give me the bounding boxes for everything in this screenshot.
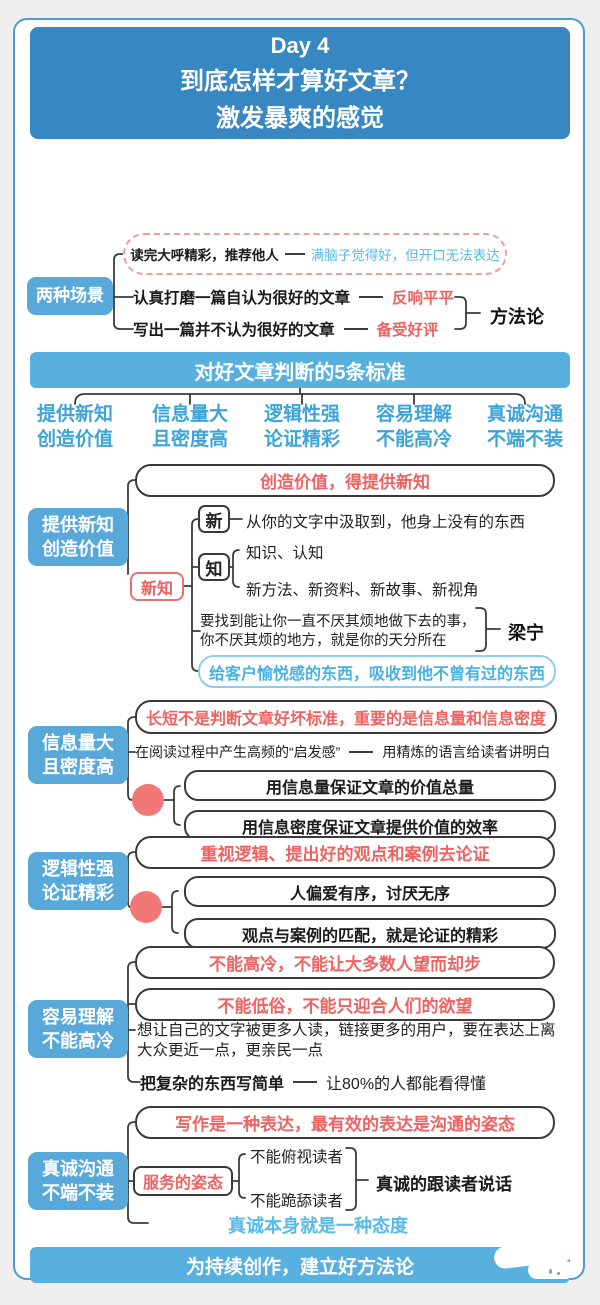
sincere-bracket-label: 真诚的跟读者说话	[376, 1175, 512, 1194]
scenario2-result: 反响平平	[392, 290, 455, 307]
logic-section-label: 逻辑性强 论证精彩	[28, 852, 128, 910]
methodology-label: 方法论	[490, 307, 544, 327]
artifact-speck	[549, 1269, 552, 1274]
dash-line	[349, 751, 374, 753]
title-question: 到底怎样才算好文章？	[180, 68, 420, 95]
logic-box-2: 观点与案例的匹配，就是论证的精彩	[184, 918, 556, 949]
scenario3-result: 备受好评	[376, 322, 439, 339]
red-circle-node	[132, 784, 164, 816]
title-subtitle: 激发暴爽的感觉	[216, 105, 384, 132]
service-attitude-node: 服务的姿态	[133, 1166, 233, 1196]
zhi-node: 知	[198, 553, 230, 581]
scenario-highlight-box: 读完大呼精彩，推荐他人 满脑子觉得好，但开口无法表达	[123, 233, 507, 275]
footer-banner: 为持续创作，建立好方法论	[30, 1247, 570, 1283]
criteria-col-2: 信息量大且密度高	[151, 404, 228, 450]
page-title: Day 4 到底怎样才算好文章？ 激发暴爽的感觉	[30, 27, 570, 139]
sincere-item-2: 不能跪舔读者	[250, 1193, 344, 1210]
criteria-col-4: 容易理解不能高冷	[375, 404, 452, 450]
info-headline-box: 长短不是判断文章好坏标准，重要的是信息量和信息密度	[135, 700, 557, 734]
sincere-bluetext: 真诚本身就是一种态度	[228, 1216, 408, 1236]
zhi-item-1: 知识、认知	[246, 545, 324, 562]
red-circle-node	[130, 891, 162, 923]
newknow-section-label: 提供新知 创造价值	[28, 508, 128, 566]
logic-box-1: 人偏爱有序，讨厌无序	[184, 876, 556, 907]
info-section-label: 信息量大 且密度高	[28, 726, 128, 784]
title-day: Day 4	[270, 33, 330, 58]
dash-line	[343, 328, 368, 330]
zhi-item-2: 新方法、新资料、新故事、新视角	[246, 582, 479, 599]
scenario1-result: 满脑子觉得好，但开口无法表达	[310, 248, 500, 263]
dash-line	[284, 253, 305, 255]
easy-section-label: 容易理解 不能高冷	[28, 1000, 128, 1058]
scenario2-row: 认真打磨一篇自认为很好的文章 反响平平	[133, 286, 454, 308]
criteria-col-3: 逻辑性强论证精彩	[263, 404, 340, 450]
scenario3-text: 写出一篇并不认为很好的文章	[133, 322, 335, 339]
easy-tip-bold: 把复杂的东西写简单	[140, 1076, 285, 1093]
quote-author: 梁宁	[508, 623, 544, 643]
newknow-headline-box: 创造价值，得提供新知	[135, 464, 555, 497]
criteria-col-1: 提供新知创造价值	[36, 404, 113, 450]
artifact-speck	[489, 1259, 493, 1263]
info-box-1: 用信息量保证文章的价值总量	[184, 770, 556, 801]
info-box-2: 用信息密度保证文章提供价值的效率	[184, 810, 556, 841]
info-row-left: 在阅读过程中产生高频的“启发感”	[135, 744, 341, 760]
xin-text: 从你的文字中汲取到，他身上没有的东西	[246, 514, 526, 531]
newknow-bluebox: 给客户愉悦感的东西，吸收到他不曾有过的东西	[198, 655, 556, 688]
scenario2-text: 认真打磨一篇自认为很好的文章	[133, 290, 351, 307]
scenario1-text: 读完大呼精彩，推荐他人	[130, 248, 279, 263]
sincere-headline-box: 写作是一种表达，最有效的表达是沟通的姿态	[135, 1106, 555, 1139]
info-row-right: 用精炼的语言给读者讲明白	[382, 744, 551, 760]
scenario-label: 两种场景	[27, 277, 113, 315]
easy-headline-box-1: 不能高冷，不能让大多数人望而却步	[135, 946, 555, 979]
dash-line	[359, 296, 384, 298]
logic-headline-box: 重视逻辑、提出好的观点和案例去论证	[135, 836, 555, 869]
scenario3-row: 写出一篇并不认为很好的文章 备受好评	[133, 318, 439, 340]
sincere-item-1: 不能俯视读者	[250, 1149, 344, 1166]
sincere-section-label: 真诚沟通 不端不装	[28, 1152, 128, 1210]
info-row: 在阅读过程中产生高频的“启发感” 用精炼的语言给读者讲明白	[135, 741, 550, 763]
criteria-col-5: 真诚沟通不端不装	[486, 404, 563, 450]
liangning-quote: 要找到能让你一直不厌其烦地做下去的事， 你不厌其烦的地方，就是你的天分所在	[200, 614, 476, 649]
xin-node: 新	[198, 505, 230, 533]
artifact-speck	[557, 1272, 560, 1275]
dash-line	[293, 1081, 318, 1083]
easy-headline-box-2: 不能低俗，不能只迎合人们的欲望	[135, 988, 555, 1021]
criteria-banner: 对好文章判断的5条标准	[30, 352, 570, 388]
easy-tip-row: 把复杂的东西写简单 让80%的人都能看得懂	[140, 1071, 486, 1093]
easy-tip-rest: 让80%的人都能看得懂	[326, 1076, 487, 1093]
xinzhi-node: 新知	[130, 572, 184, 601]
easy-paragraph: 想让自己的文字被更多人读，链接更多的用户，要在表达上离大众更近一点，更亲民一点	[137, 1022, 556, 1059]
mindmap-card	[13, 18, 585, 1280]
